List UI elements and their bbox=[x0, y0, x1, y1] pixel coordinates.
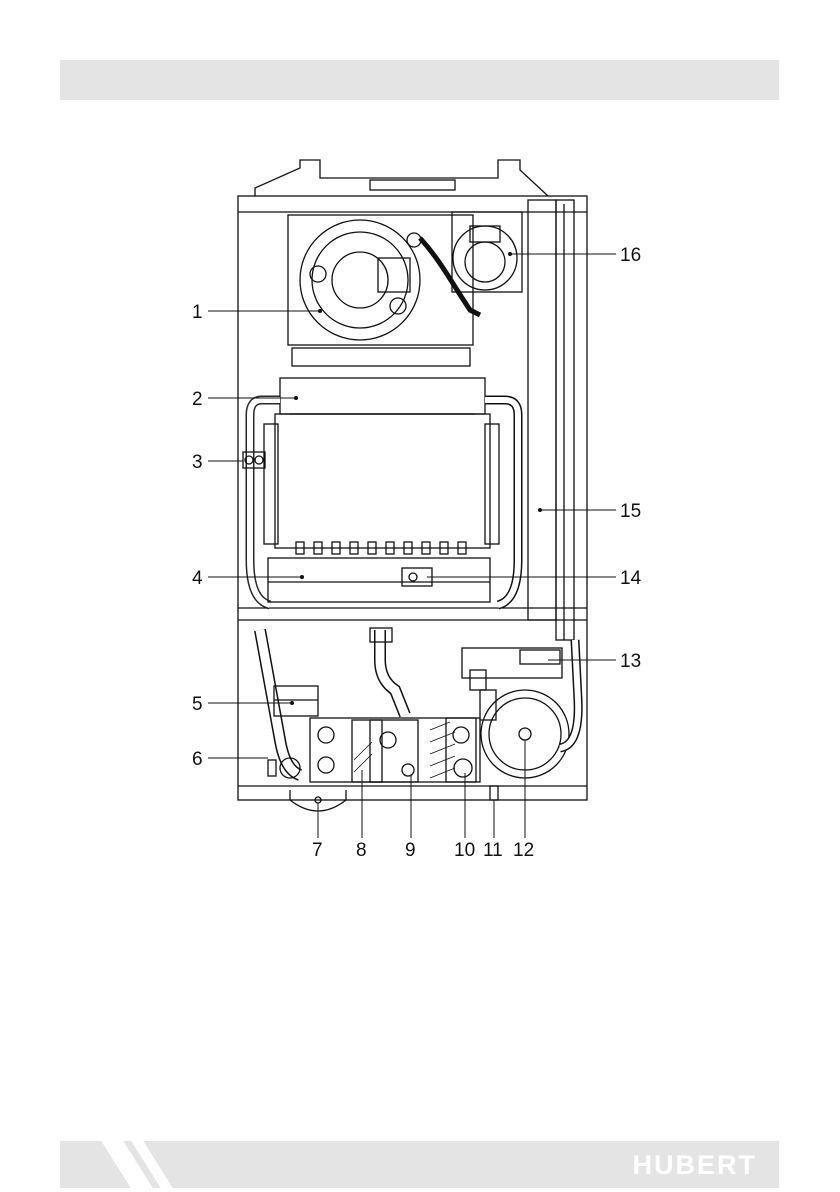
callout-label: 8 bbox=[356, 840, 367, 861]
callout-label: 11 bbox=[483, 840, 503, 861]
callout-label: 9 bbox=[405, 840, 416, 861]
drain-tap bbox=[490, 786, 498, 800]
stripe-decoration bbox=[80, 1141, 220, 1188]
callout-label: 13 bbox=[620, 651, 641, 672]
pump-head bbox=[462, 648, 562, 678]
safety-valve bbox=[268, 760, 276, 776]
side-pipe-rail bbox=[528, 200, 556, 620]
heat-exchanger bbox=[280, 378, 485, 414]
fan-wheel bbox=[300, 220, 420, 340]
callout-label: 16 bbox=[620, 245, 641, 266]
callout-label: 5 bbox=[192, 694, 203, 715]
burner bbox=[268, 558, 490, 602]
footer-bar: HUBERT bbox=[60, 1141, 779, 1188]
callout-label: 1 bbox=[192, 302, 203, 323]
gas-valve bbox=[370, 720, 418, 782]
callout-label: 2 bbox=[192, 389, 203, 410]
callout-label: 6 bbox=[192, 749, 203, 770]
callout-label: 4 bbox=[192, 568, 203, 589]
callout-label: 7 bbox=[312, 840, 323, 861]
callout-label: 3 bbox=[192, 452, 203, 473]
callout-label: 10 bbox=[454, 840, 475, 861]
bracket-slot bbox=[370, 180, 455, 190]
air-pressure-switch bbox=[453, 226, 517, 290]
brand-logo: HUBERT bbox=[633, 1150, 758, 1181]
fan-housing bbox=[288, 215, 473, 345]
callout-label: 15 bbox=[620, 501, 641, 522]
automatic-air-vent bbox=[520, 650, 560, 664]
callout-label: 14 bbox=[620, 568, 642, 589]
combustion-chamber bbox=[275, 414, 490, 548]
callout-label: 12 bbox=[513, 840, 534, 861]
boiler-casing bbox=[238, 196, 587, 800]
